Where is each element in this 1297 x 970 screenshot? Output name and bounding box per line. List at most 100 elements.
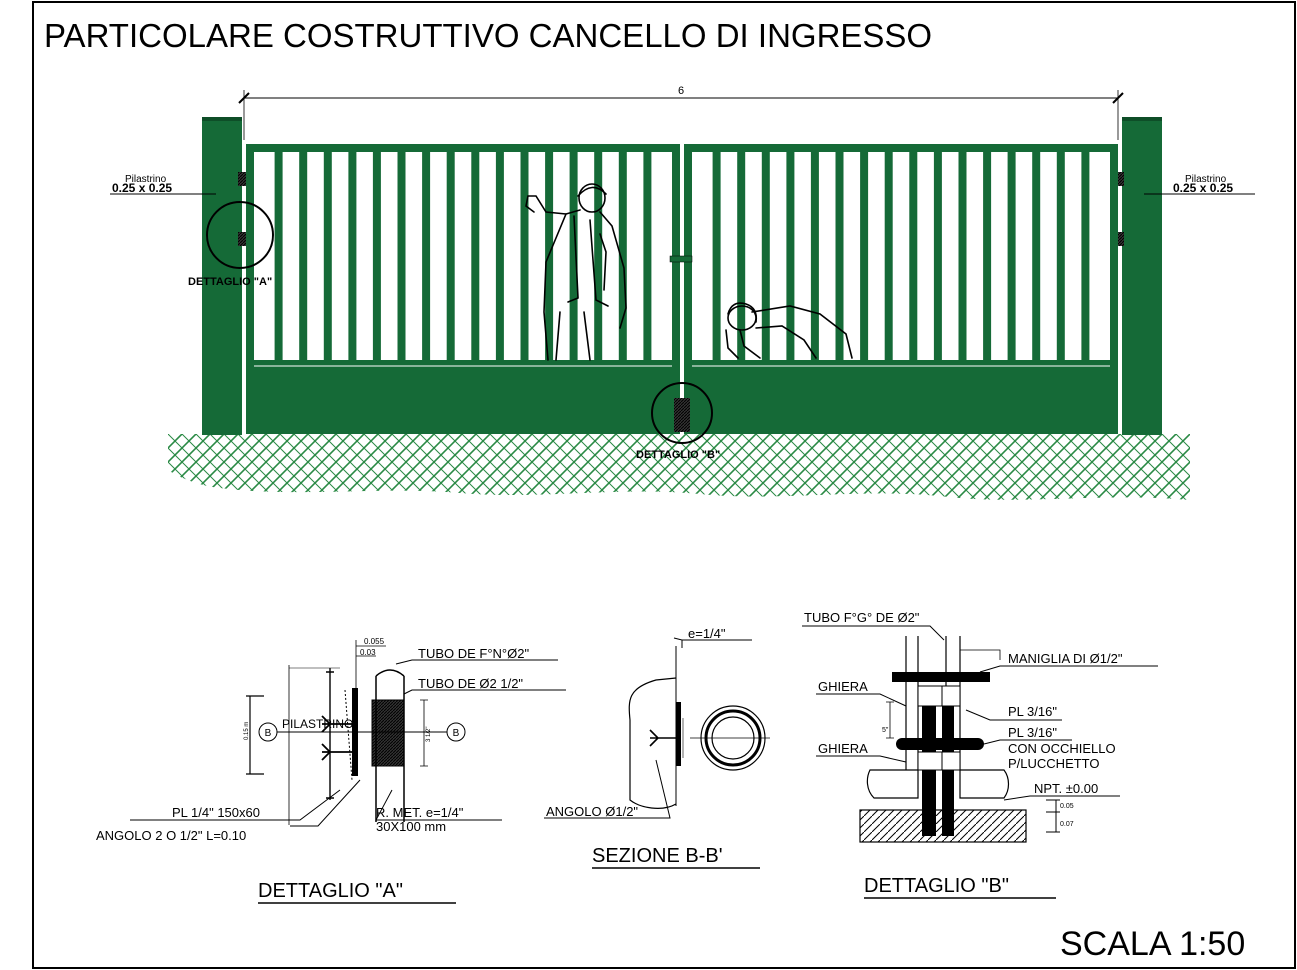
detail-a-label-pl14: PL 1/4" 150x60 [172,805,260,820]
ground-hatch [168,434,1190,500]
drawing-title: PARTICOLARE COSTRUTTIVO CANCELLO DI INGR… [44,17,932,54]
svg-text:Pilastrino: Pilastrino [125,174,167,185]
gate-bar [810,152,819,360]
svg-text:0.25 x 0.25: 0.25 x 0.25 [112,181,172,195]
gate-bar [299,152,308,360]
gate-bar [786,152,795,360]
section-bb: e=1/4" ANGOLO Ø1/2" SEZIONE B-B' [544,626,770,869]
gate-leaf-left [246,144,680,434]
overall-dimension: 6 [238,85,1124,140]
gate-bar [983,152,992,360]
gate-bars [274,152,1090,360]
detail-a-dim-0055: 0.055 [364,637,385,646]
section-bb-label-angolo: ANGOLO Ø1/2" [546,804,638,819]
gate-bar [594,152,603,360]
detail-b-dim-5: 5" [882,727,889,734]
detail-b-dim-007: 0.07 [1060,821,1074,828]
gate-bar [323,152,332,360]
detail-b-label-maniglia: MANIGLIA DI Ø1/2" [1008,651,1123,666]
gate-bar [643,152,652,360]
section-bb-title: SEZIONE B-B' [592,845,723,867]
detail-a-label-angolo: ANGOLO 2 O 1/2" L=0.10 [96,828,246,843]
gate-bar [761,152,770,360]
gate-bar [958,152,967,360]
gate-bar [372,152,381,360]
detail-b-label-ghiera-2: GHIERA [818,741,868,756]
scale-label: SCALA 1:50 [1060,925,1245,963]
gate-bar [520,152,529,360]
detail-b-label-pl-1: PL 3/16" [1008,704,1057,719]
gate-bar [274,152,283,360]
section-bb-plate [676,702,681,766]
detail-b-label-npt: NPT. ±0.00 [1034,781,1098,796]
detail-b-callout-circle [651,382,713,444]
detail-a-dim-003: 0.03 [360,648,376,657]
section-marker-left: B [265,728,272,739]
gate-bar [933,152,942,360]
gate-bar [446,152,455,360]
detail-b: 5" 0.05 0.07 TUBO F°G° DE Ø2" MANIGLIA D… [802,610,1158,899]
detail-a-label-rmet: R. MET. e=1/4" [376,805,464,820]
gate-bar [422,152,431,360]
detail-a-callout-label: DETTAGLIO "A" [188,276,272,288]
detail-b-label-ghiera-1: GHIERA [818,679,868,694]
detail-b-title: DETTAGLIO "B" [864,875,1009,897]
detail-a-tube [375,669,405,822]
gate-bar [909,152,918,360]
gate-bar [737,152,746,360]
svg-text:Pilastrino: Pilastrino [1185,174,1227,185]
pillar-right [1122,117,1162,435]
detail-b-ground-right [959,769,1010,799]
detail-a-callout-circle [206,201,274,269]
detail-b-label-tubo: TUBO F°G° DE Ø2" [804,610,920,625]
latch-handle [669,255,693,263]
detail-b-label-occhiello-1: CON OCCHIELLO [1008,741,1116,756]
detail-b-ground-left [866,769,919,799]
gate-bar [835,152,844,360]
detail-b-dim-005: 0.05 [1060,803,1074,810]
gate-bar [618,152,627,360]
detail-a: B B 0.15 m 3 1/2" 0.055 0.03 TUBO DE F°N… [96,637,566,904]
sheet-border [32,1,1296,969]
hinge-right-top [1116,172,1124,186]
gate-bar [397,152,406,360]
gate-bar [860,152,869,360]
svg-text:0.25 x 0.25: 0.25 x 0.25 [1173,181,1233,195]
gate-bar [569,152,578,360]
crouching-figure-drawing [725,302,853,359]
overall-dimension-value: 6 [678,85,684,97]
section-bb-wall [628,677,677,809]
detail-a-dim-312: 3 1/2" [426,727,432,742]
detail-b-label-occhiello-2: P/LUCCHETTO [1008,756,1100,771]
hinge-left-bottom [238,232,246,246]
gate-bar [495,152,504,360]
gate-bar [1081,152,1090,360]
pillar-left-label: Pilastrino 0.25 x 0.25 [110,174,216,195]
detail-b-handle-top [892,672,990,682]
pillar-left [202,117,242,435]
detail-b-handle-mid [896,738,984,750]
detail-a-label-rmet-size: 30X100 mm [376,819,446,834]
detail-a-label-tubo-fn: TUBO DE F°N°Ø2" [418,646,529,661]
section-bb-label-thickness: e=1/4" [688,626,726,641]
section-marker-right: B [453,728,460,739]
hinge-right-bottom [1116,232,1124,246]
gate-bar [1056,152,1065,360]
gate-elevation: 6 Pilastrino 0.25 x 0.25 Pilastrino 0.25… [110,85,1255,500]
standing-figure-drawing [525,183,627,361]
gate-bar [1007,152,1016,360]
detail-b-callout-label: DETTAGLIO "B" [636,449,720,461]
gate-bar [884,152,893,360]
detail-a-dim-015: 0.15 m [244,722,250,740]
gate-bar [712,152,721,360]
detail-a-label-tubo-212: TUBO DE Ø2 1/2" [418,676,523,691]
detail-a-title: DETTAGLIO "A" [258,880,403,902]
pillar-right-label: Pilastrino 0.25 x 0.25 [1144,174,1255,195]
gate-bar [471,152,480,360]
gate-bar [1032,152,1041,360]
detail-a-hinge-block [371,699,405,767]
gate-leaf-right [684,144,1118,434]
gate-bar [348,152,357,360]
detail-b-label-pl-2: PL 3/16" [1008,725,1057,740]
